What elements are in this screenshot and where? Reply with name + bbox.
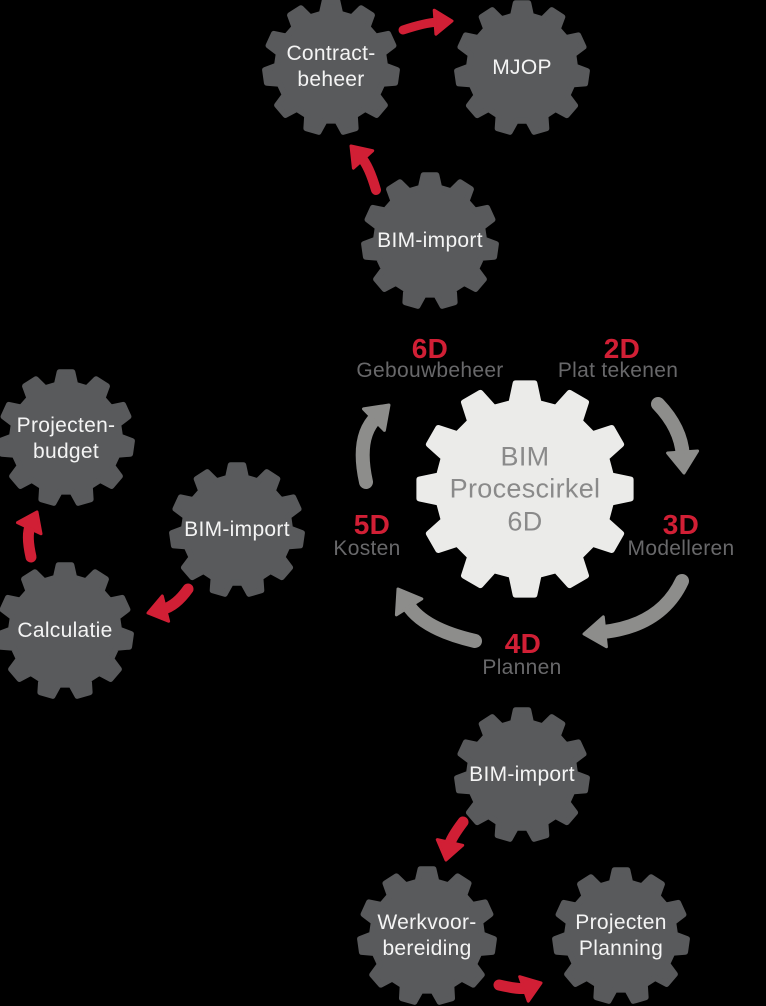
gear-bim-import-left — [169, 462, 305, 597]
arrow-calculatie-to-budget — [16, 510, 43, 563]
arrow-3d-to-4d — [582, 574, 689, 649]
arrow-bimimport-to-contract — [349, 144, 381, 195]
gear-werkvoorbereiding — [357, 866, 497, 1005]
gear-calculatie — [0, 562, 134, 699]
gear-bim-import-top — [361, 172, 499, 309]
gear-bim-import-bottom — [454, 707, 590, 842]
arrow-bimimport-to-calculatie — [146, 583, 194, 623]
arrow-contract-to-mjop — [398, 8, 454, 36]
gear-contract-beheer — [262, 0, 400, 135]
arrow-5d-to-6d — [355, 403, 391, 489]
gear-projecten-budget — [0, 369, 135, 506]
arrow-2d-to-3d — [651, 397, 700, 475]
arrow-bimimport-to-werkvoor — [435, 816, 469, 862]
arrow-4d-to-5d — [394, 587, 482, 648]
gear-bim-procescirkel — [416, 380, 634, 598]
arrow-werkvoor-to-planning — [493, 975, 543, 1003]
gear-projecten-planning — [552, 867, 690, 1004]
gear-mjop — [454, 0, 590, 135]
